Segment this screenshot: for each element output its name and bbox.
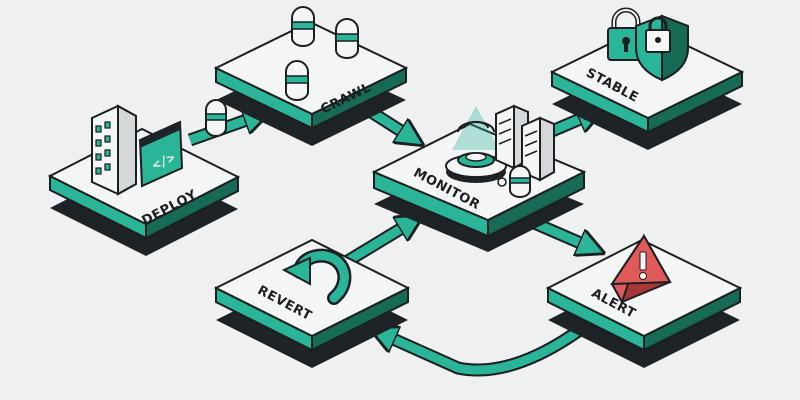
- server-rack-icon: [521, 116, 555, 182]
- sensor-icon: [205, 99, 227, 137]
- node-crawl[interactable]: CRAWL: [213, 6, 409, 146]
- crawler-bot-icon: [285, 60, 309, 101]
- code-window-icon: </>: [138, 120, 184, 188]
- office-building-icon: [91, 104, 137, 196]
- node-monitor[interactable]: MONITOR: [371, 104, 587, 252]
- sensor-icon: [497, 165, 531, 198]
- shield-check-icon: [635, 14, 689, 82]
- undo-arrow-icon: [281, 248, 352, 305]
- node-alert[interactable]: ALERT: [545, 233, 743, 368]
- warning-triangle-icon: [610, 233, 672, 305]
- node-stable[interactable]: STABLE: [549, 7, 745, 150]
- tile-top: [213, 238, 411, 338]
- arrow-monitor-to-alert-fill: [530, 217, 592, 248]
- monitoring-beacon-icon: [445, 106, 507, 183]
- tile-top: [213, 20, 409, 116]
- node-deploy[interactable]: </> DEPLOY: [47, 99, 241, 256]
- arrow-revert-to-monitor-fill: [343, 222, 412, 266]
- node-revert[interactable]: REVERT: [213, 238, 411, 368]
- crawler-bot-icon: [335, 18, 359, 59]
- crawler-bot-icon: [291, 6, 315, 47]
